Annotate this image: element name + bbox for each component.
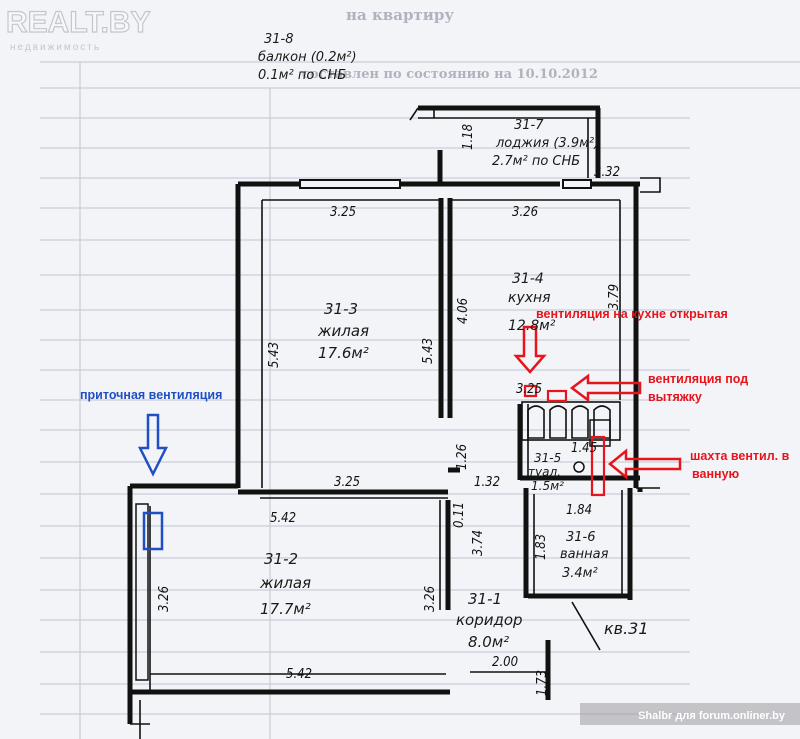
arrow-left-icon (608, 448, 682, 480)
room-code: 31-2 (264, 550, 298, 568)
dim-label: 0.11 (452, 502, 467, 528)
dim-label: 5.43 (267, 342, 282, 368)
hood-vent-annotation-line2: вытяжку (648, 390, 702, 404)
arrow-down-icon (513, 325, 547, 374)
supply-vent-mark (142, 511, 164, 551)
bg-heading: на квартиру (346, 6, 454, 24)
shaft-annotation-line2: ванную (692, 467, 740, 481)
room-code: 31-3 (324, 300, 358, 318)
bg-subheading: составлен по состоянию на 10.10.2012 (302, 67, 598, 82)
footer-credit: Shalbr для forum.onliner.by (638, 710, 786, 722)
dim-label: 3.79 (607, 284, 622, 310)
room-name: жилая (317, 322, 369, 340)
room-area: 17.7м² (260, 600, 311, 618)
room-name: ванная (560, 547, 609, 562)
shaft-mark (590, 435, 606, 497)
watermark-logo: REALT.BY (6, 6, 150, 39)
dim-label: 5.43 (421, 338, 436, 364)
room-name: кухня (508, 290, 551, 306)
dim-label: 3.74 (471, 530, 486, 556)
arrow-left-icon (569, 373, 642, 403)
room-code: 31-5 (534, 451, 561, 465)
kitchen-fixtures (521, 401, 621, 473)
room-area: 1.5м² (531, 479, 564, 493)
shaft-annotation-line1: шахта вентил. в (690, 449, 790, 463)
dim-label: 1.73 (535, 670, 550, 696)
room-code: 31-7 (514, 118, 544, 133)
room-code: 31-8 (264, 32, 294, 47)
room-code: 31-4 (512, 271, 544, 287)
dim-label: 3.25 (330, 205, 356, 220)
dim-label: 1.32 (474, 475, 500, 490)
arrow-down-icon (137, 413, 169, 477)
dim-label: 5.42 (286, 667, 312, 682)
dim-label: 4.06 (456, 298, 471, 324)
room-name: лоджия (3.9м²) (495, 136, 599, 151)
dim-label: 3.25 (334, 475, 360, 490)
room-name: жилая (259, 574, 311, 592)
room-code: 31-1 (468, 590, 502, 608)
room-area: 17.6м² (318, 344, 369, 362)
dim-label: 5.42 (270, 511, 296, 526)
dim-label: 1.83 (534, 534, 549, 560)
dim-label: 1.18 (461, 124, 476, 150)
dim-label: 3.26 (512, 205, 538, 220)
dim-label: 3.25 (516, 382, 542, 397)
dimension-labels: 1.18 3.32 3.25 3.26 4.06 3.79 5.43 5.43 … (157, 124, 649, 696)
dim-label: 1.84 (566, 503, 592, 518)
room-name: туал. (528, 465, 561, 479)
apartment-label: кв.31 (604, 619, 649, 638)
dim-label: 2.00 (492, 655, 518, 670)
annotation-texts: вентиляция на кухне открытая вентиляция … (80, 307, 790, 481)
footer-credit-background (580, 703, 800, 725)
room-area: 12.8м² (508, 318, 556, 334)
room-labels: 31-8 балкон (0.2м²) 0.1м² по СНБ 31-7 ло… (258, 32, 609, 651)
room-name: коридор (456, 611, 523, 629)
dim-label: 3.26 (423, 586, 438, 612)
dim-label: 3.32 (594, 165, 620, 180)
kitchen-vent-annotation: вентиляция на кухне открытая (536, 307, 728, 321)
kitchen-vent-mark (523, 384, 538, 398)
room-area: 8.0м² (468, 633, 509, 651)
dim-label: 1.45 (571, 441, 597, 456)
room-area: 3.4м² (562, 566, 598, 581)
supply-vent-annotation: приточная вентиляция (80, 388, 222, 402)
room-code: 31-6 (566, 530, 596, 545)
annotation-marks (137, 325, 682, 551)
room-area: 2.7м² по СНБ (492, 154, 580, 169)
walls (127, 105, 661, 739)
dim-label: 3.26 (157, 586, 172, 612)
watermark: REALT.BY недвижимость (5, 5, 151, 53)
dim-label: 1.26 (455, 444, 470, 470)
watermark-tagline: недвижимость (10, 42, 101, 53)
hood-vent-annotation-line1: вентиляция под (648, 372, 748, 386)
room-area: 0.1м² по СНБ (258, 68, 346, 83)
room-name: балкон (0.2м²) (258, 50, 357, 65)
hood-vent-mark (546, 389, 568, 403)
